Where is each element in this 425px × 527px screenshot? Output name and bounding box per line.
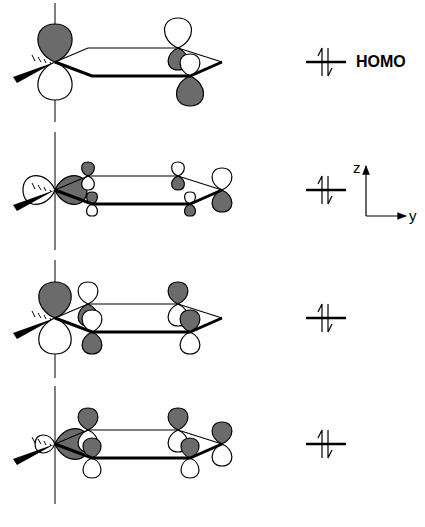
orbital-lobe — [82, 332, 102, 354]
hash-mark — [44, 187, 46, 191]
wedge-bond — [13, 190, 55, 211]
hashed-bond — [32, 55, 51, 64]
hash-mark — [38, 313, 41, 318]
orbital-lobe — [172, 176, 185, 190]
y-axis-arrow — [366, 215, 406, 216]
hash-mark — [44, 441, 46, 445]
hash-mark — [50, 190, 51, 192]
electron-up — [318, 48, 322, 76]
ring-bond — [55, 176, 222, 190]
label-holder: HOMO — [356, 54, 406, 70]
ring-bond — [55, 48, 222, 62]
wedge-bond — [13, 62, 55, 83]
orbital-lobe — [87, 204, 98, 216]
ring-bond — [55, 62, 222, 76]
orbital-lobe — [181, 458, 199, 478]
energy-level — [306, 189, 346, 192]
hash-mark — [32, 55, 35, 61]
orbital-lobe — [83, 458, 101, 478]
hash-mark — [50, 444, 51, 446]
orbital-row — [13, 260, 346, 378]
label-holder: y — [409, 208, 417, 223]
hashed-bond — [32, 311, 51, 320]
z-axis-arrow — [365, 166, 366, 216]
hash-mark — [38, 57, 41, 62]
wedge-bond — [13, 444, 55, 465]
orbital-lobe — [165, 18, 192, 48]
wedge-bond — [13, 318, 55, 339]
axis-label: z — [353, 160, 361, 175]
hash-mark — [44, 315, 46, 319]
orbital-lobe — [185, 204, 196, 216]
label-holder: z — [353, 160, 361, 175]
hashed-bond — [32, 183, 51, 192]
energy-level — [306, 61, 346, 64]
orbital-lobe — [168, 408, 188, 430]
orbital-lobe — [168, 282, 188, 304]
hash-mark — [38, 439, 41, 444]
electron-down — [328, 304, 332, 332]
orbital-lobe — [78, 408, 98, 430]
hash-mark — [32, 183, 35, 189]
orbital-lobe — [78, 282, 98, 304]
orbital-lobe — [172, 162, 185, 176]
electron-down — [328, 176, 332, 204]
ring-bond — [55, 318, 222, 332]
orbital-row — [13, 132, 346, 250]
energy-level — [306, 443, 346, 446]
orbital-lobe — [82, 162, 95, 176]
orbital-lobe — [180, 332, 200, 354]
hash-mark — [38, 185, 41, 190]
electron-down — [328, 48, 332, 76]
ring-bond — [55, 430, 222, 444]
hash-mark — [32, 311, 35, 317]
hash-mark — [50, 318, 51, 320]
orbital-lobe — [177, 76, 204, 106]
ring-bond — [55, 444, 222, 458]
electron-down — [328, 430, 332, 458]
hash-mark — [32, 437, 35, 443]
electron-up — [318, 304, 322, 332]
ring-bond — [55, 304, 222, 318]
hash-mark — [44, 59, 46, 63]
electron-up — [318, 176, 322, 204]
ring-bond — [55, 190, 222, 204]
electron-up — [318, 430, 322, 458]
hash-mark — [50, 62, 51, 64]
orbital-row — [13, 3, 346, 122]
energy-level — [306, 317, 346, 320]
orbital-lobe — [212, 168, 232, 190]
axis-label: y — [409, 208, 417, 223]
orbital-row — [13, 386, 346, 504]
orbital-lobe — [212, 422, 232, 444]
coordinate-axes — [366, 166, 406, 216]
hashed-bond — [32, 437, 51, 446]
orbital-tag: HOMO — [356, 54, 406, 70]
